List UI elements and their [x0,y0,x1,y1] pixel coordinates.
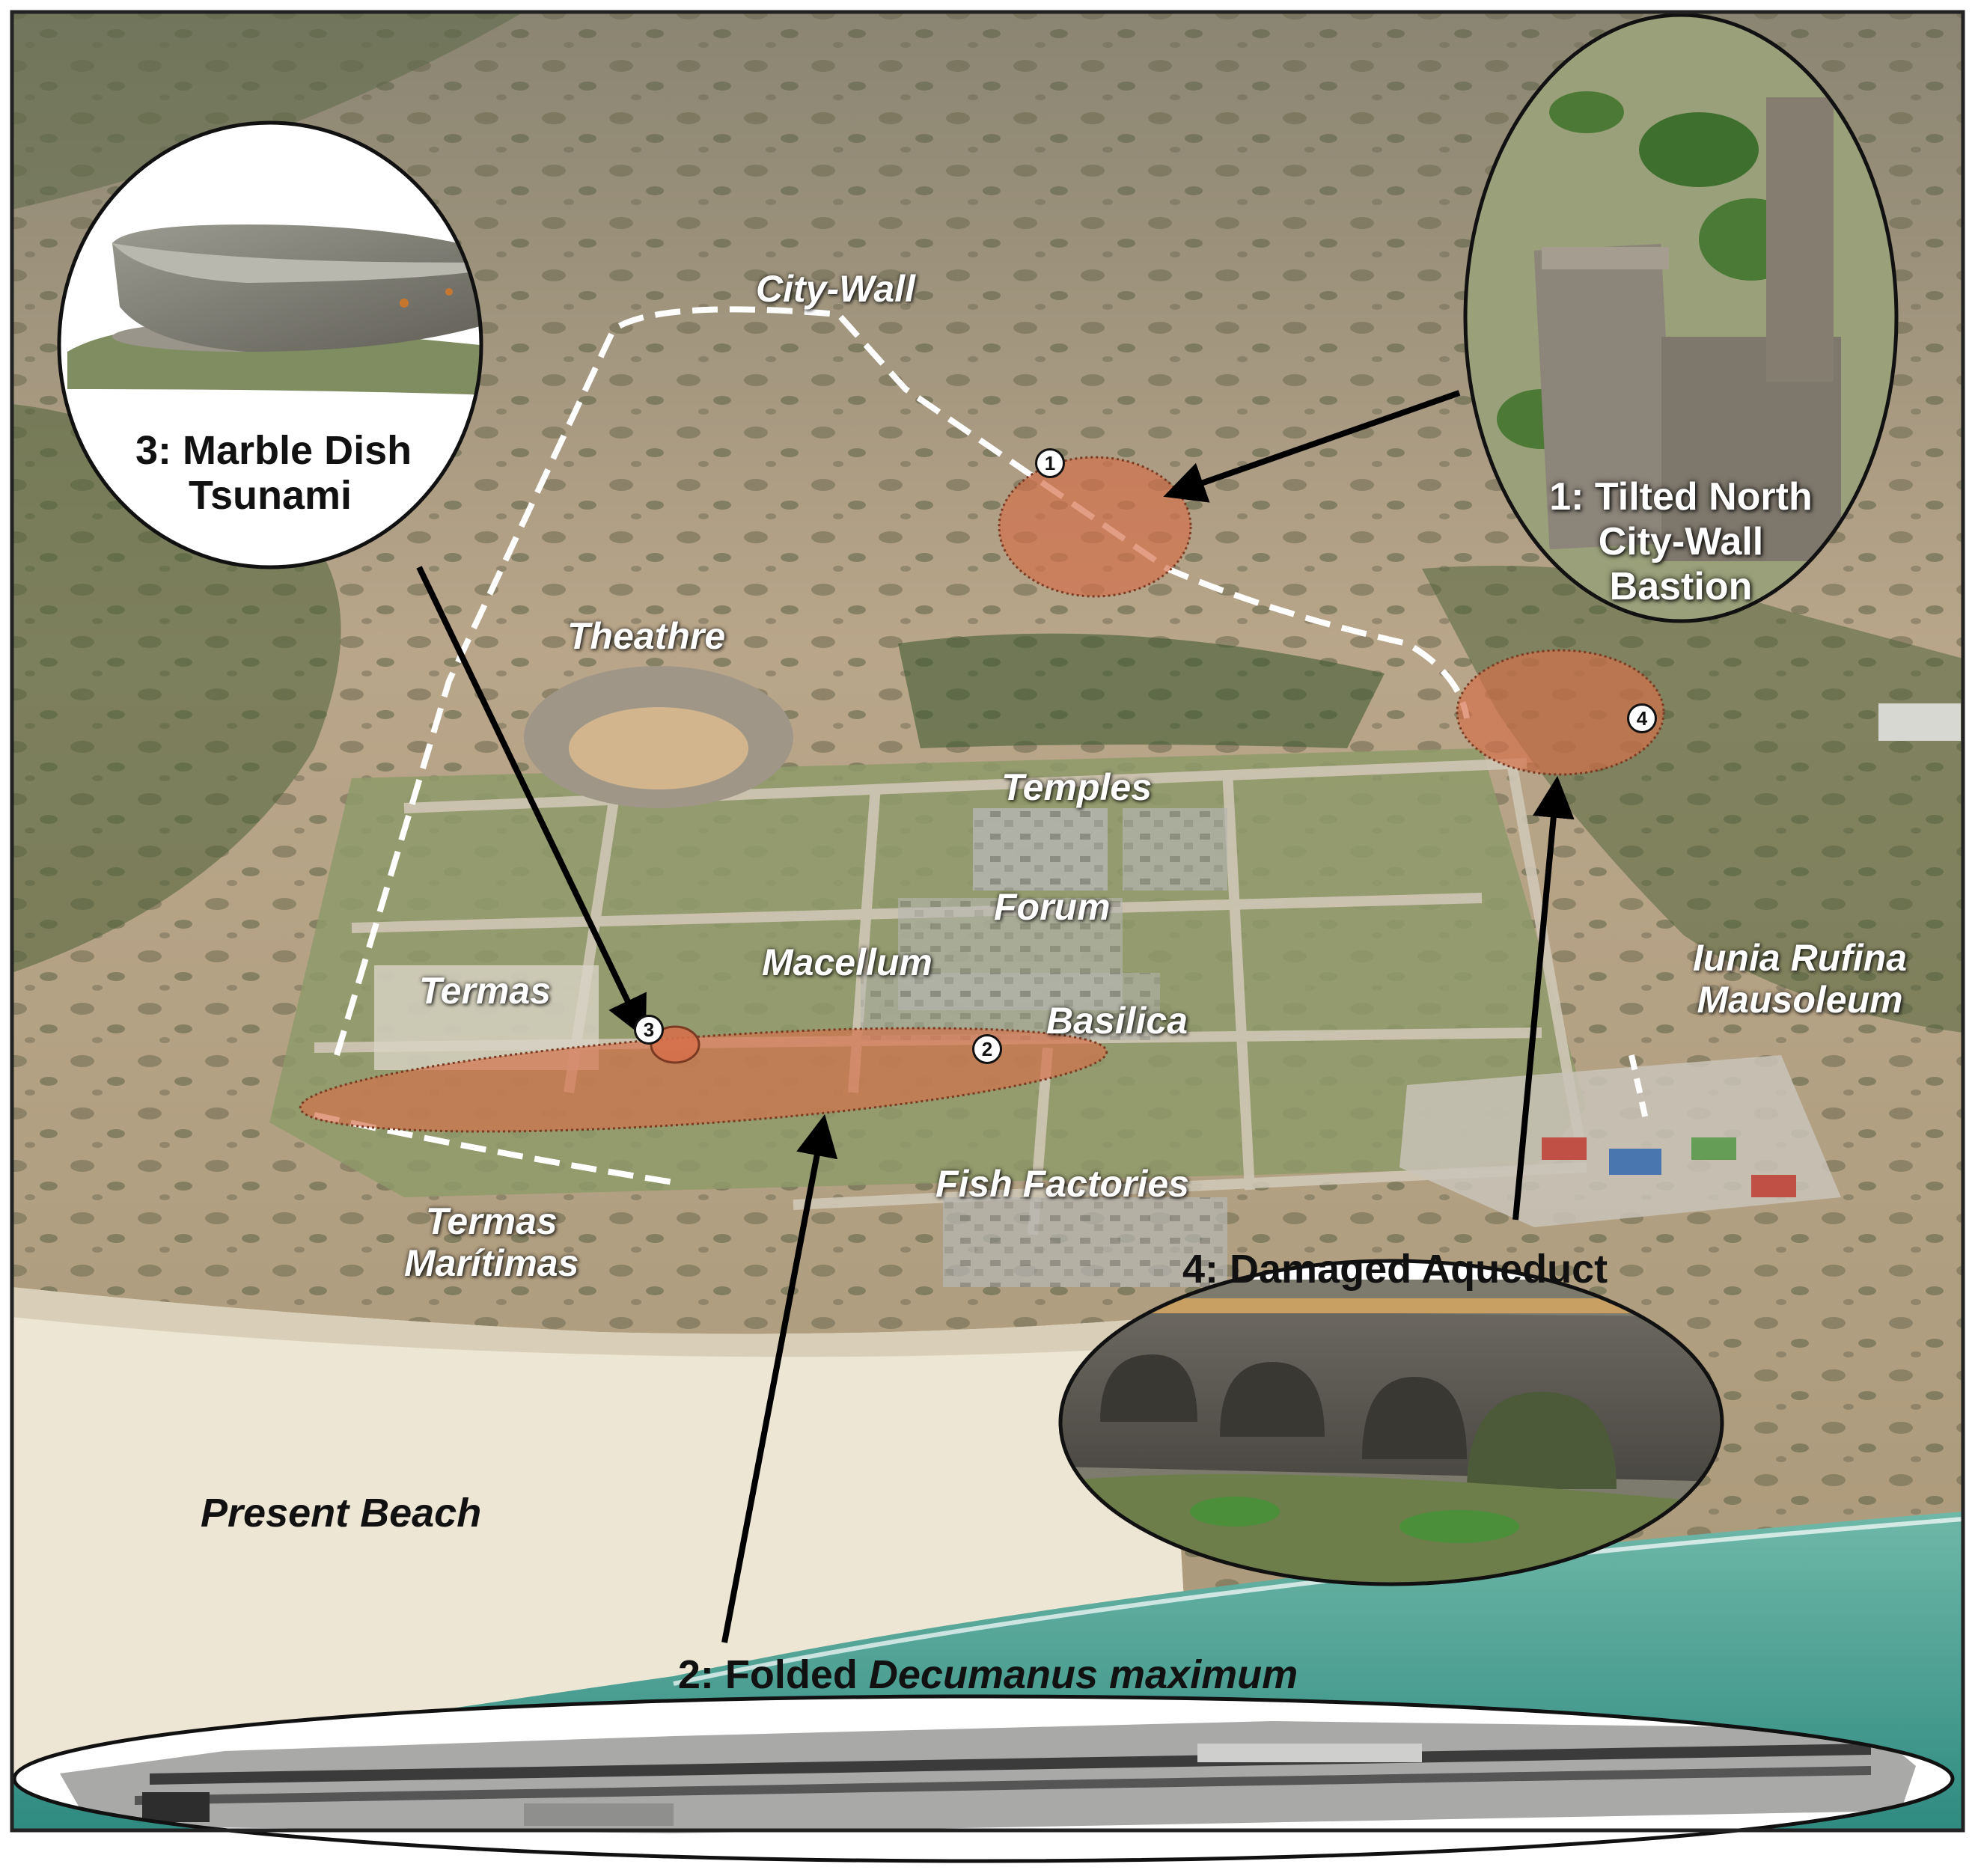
inset-bastion [1463,13,1899,623]
inset-marble-dish-line1: 3: Marble Dish [135,428,412,473]
label-termas-maritimas-line2: Marítimas [404,1242,579,1284]
label-iunia-rufina: Iunia Rufina Mausoleum [1693,937,1907,1021]
inset-aqueduct [1058,1259,1724,1586]
building [1878,703,1961,741]
label-present-beach: Present Beach [201,1491,482,1536]
label-theatre: Theathre [567,615,726,657]
inset-bastion-line2: City-Wall [1598,520,1764,563]
inset-marble-dish [57,120,483,569]
label-fish-factories: Fish Factories [935,1163,1189,1205]
village [1399,1055,1841,1227]
inset-bastion-title: 1: Tilted North City-Wall Bastion [1531,474,1831,609]
label-macellum: Macellum [762,941,932,983]
marker-4: 4 [1627,703,1657,733]
label-temples: Temples [1001,766,1153,808]
inset-decumanus-italic: Decumanus maximum [868,1652,1298,1697]
fish-factories-ruins [943,1197,1227,1287]
temples-ruins [973,808,1108,890]
marker-1: 1 [1035,448,1065,478]
label-iunia-rufina-line1: Iunia Rufina [1693,937,1908,979]
pointer-arrow-2 [721,1113,838,1643]
damage-ellipse-1 [998,456,1192,598]
pointer-arrow-4 [1512,775,1575,1220]
damage-ellipse-4 [1456,649,1665,776]
damage-ellipse-3 [650,1025,700,1064]
label-termas-maritimas-line1: Termas [425,1200,558,1242]
label-iunia-rufina-line2: Mausoleum [1697,979,1903,1021]
inset-aqueduct-title: 4: Damaged Aqueduct [1182,1247,1608,1292]
label-termas: Termas [419,970,552,1012]
inset-decumanus-prefix: 2: Folded [677,1652,869,1697]
inset-decumanus-title: 2: Folded Decumanus maximum [539,1652,1437,1697]
label-city-wall: City-Wall [756,268,915,310]
marker-3: 3 [634,1015,664,1045]
inset-decumanus [12,1694,1955,1863]
label-termas-maritimas: Termas Marítimas [404,1200,579,1284]
pointer-arrow-3 [416,566,647,1039]
label-forum: Forum [994,886,1111,928]
inset-bastion-line3: Bastion [1609,565,1753,608]
inset-marble-dish-line2: Tsunami [188,473,352,518]
marker-2: 2 [972,1034,1002,1064]
inset-bastion-line1: 1: Tilted North [1549,475,1813,519]
pointer-arrow-1 [1163,390,1461,503]
inset-marble-dish-title: 3: Marble Dish Tsunami [135,428,412,518]
label-basilica: Basilica [1046,1000,1188,1042]
damage-ellipse-2 [299,1027,1108,1133]
